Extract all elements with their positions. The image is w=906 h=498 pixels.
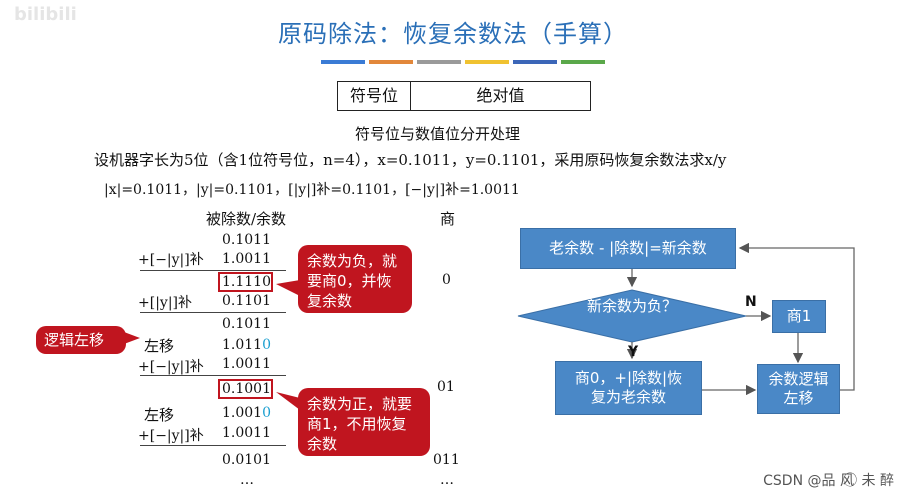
csdn-credit: CSDN @品 风 ⃝ 未 醉 [763,473,894,489]
shift-callout-pointer [124,332,140,344]
row-value: 0.0101 [222,452,271,468]
sign-bit-cell: 符号位 [338,82,411,110]
flow-quotient0-box: 商0，+|除数|恢复为老余数 [555,361,702,415]
no-label: N [745,294,757,310]
values-line: |x|=0.1011，|y|=0.1101，[|y|]补=0.1101，[−|y… [104,182,520,198]
page-title: 原码除法：恢复余数法（手算） [278,20,628,48]
flow-quotient1-box: 商1 [772,300,826,333]
op-label: 左移 [144,406,175,424]
row-value: 0.1011 [222,232,271,248]
negative-callout-pointer [276,280,300,296]
color-bar-6 [561,60,605,64]
color-bar-3 [417,60,461,64]
row-value: 0.1011 [222,316,271,332]
negative-remainder-highlight [218,272,273,292]
color-bar-4 [465,60,509,64]
sum-line [140,312,286,313]
flow-shift-box: 余数逻辑左移 [757,364,840,414]
quotient-header: 商 [440,210,456,228]
subtitle: 符号位与数值位分开处理 [355,125,521,143]
row-value: 1.1110 [222,274,271,290]
op-label: 左移 [144,337,175,355]
absolute-value-cell: 绝对值 [476,86,525,105]
op-label: +[−|y|]补 [138,428,204,444]
quotient-value: 0 [442,272,451,288]
positive-remainder-highlight [218,379,273,399]
flow-start-box: 老余数 - |除数|=新余数 [520,228,736,269]
row-value: … [240,472,254,488]
row-value: 1.0010 [222,405,272,421]
row-value: 1.0011 [222,425,271,441]
sign-magnitude-table: 符号位 绝对值 [337,81,591,111]
dividend-header: 被除数/余数 [206,210,287,228]
row-value: 1.0011 [222,251,271,267]
op-label: +[−|y|]补 [138,252,204,268]
color-bar-2 [369,60,413,64]
quotient-value: 011 [433,452,460,468]
yes-label: Y [628,344,639,360]
problem-statement: 设机器字长为5位（含1位符号位，n=4），x=0.1011，y=0.1101，采… [94,151,727,169]
color-bar-5 [513,60,557,64]
op-label: +[−|y|]补 [138,359,204,375]
sum-line [140,445,286,446]
positive-callout-pointer [276,392,300,410]
bilibili-watermark: bilibili [14,4,77,25]
row-value: 0.1101 [222,293,271,309]
sum-line [140,375,286,376]
op-label: +[|y|]补 [138,295,192,311]
positive-remainder-callout: 余数为正，就要商1，不用恢复余数 [298,388,430,456]
quotient-value: … [440,472,454,488]
row-value: 0.1001 [222,381,271,397]
row-value: 1.0110 [222,337,272,353]
negative-remainder-callout: 余数为负，就要商0，并恢复余数 [298,245,412,313]
row-value: 1.0011 [222,356,271,372]
flow-arrow-loop [738,242,855,391]
color-bar-1 [321,60,365,64]
flow-decision-label: 新余数为负？ [586,297,677,315]
logical-shift-callout: 逻辑左移 [36,326,126,354]
sum-line [140,270,286,271]
quotient-value: 01 [437,379,455,395]
